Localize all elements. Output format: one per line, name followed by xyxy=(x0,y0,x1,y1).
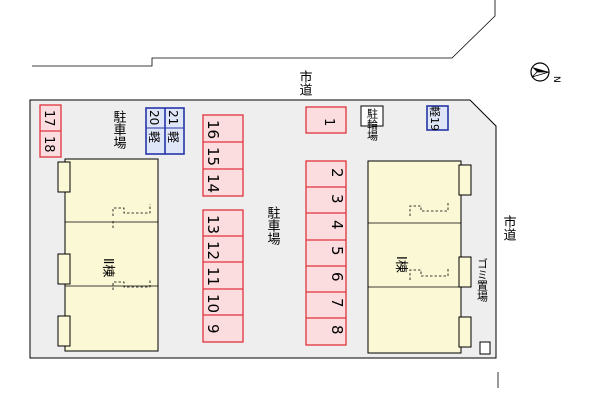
stall-1-number: 1 xyxy=(321,118,336,126)
compass-letter: N xyxy=(551,76,561,83)
stall-17: 17 xyxy=(41,110,56,127)
stall-7: 7 xyxy=(328,298,346,308)
kei-stall-19: 軽 19 xyxy=(426,105,449,131)
stall-14: 14 xyxy=(204,174,222,193)
stall-3: 3 xyxy=(328,194,346,204)
road-label-north: 市道 xyxy=(297,69,313,96)
compass-north-icon: N xyxy=(530,62,561,83)
stall-12: 12 xyxy=(204,241,222,260)
stall-10: 10 xyxy=(204,294,222,313)
stall-1: 1 xyxy=(305,106,347,134)
stall-5: 5 xyxy=(328,246,346,256)
garbage-area: ゴミ置場 xyxy=(476,257,491,355)
building-1: Ⅰ棟 xyxy=(367,160,472,354)
road-lines xyxy=(32,0,499,388)
building-2: Ⅱ棟 xyxy=(57,158,159,352)
kei-stall-19-number: 19 xyxy=(428,117,441,131)
stall-group-17-18: 17 18 xyxy=(39,104,62,158)
bicycle-parking: 駐輪場 xyxy=(360,105,384,142)
parking-label-center: 駐車場 xyxy=(265,206,281,245)
parking-label-north: 駐車場 xyxy=(111,110,127,149)
bicycle-parking-label: 駐輪場 xyxy=(366,107,379,142)
road-label-east: 市道 xyxy=(501,214,517,241)
garbage-label: ゴミ置場 xyxy=(476,257,489,303)
stall-6: 6 xyxy=(328,272,346,282)
stall-18: 18 xyxy=(41,136,56,153)
building-1-label: Ⅰ棟 xyxy=(393,256,408,273)
stall-2: 2 xyxy=(328,168,346,178)
stall-group-13-9: 13 12 11 10 9 xyxy=(202,209,244,343)
stall-11: 11 xyxy=(204,267,222,286)
kei-stall-group-20-21: 20 21 軽 軽 xyxy=(145,107,185,155)
stall-group-16-14: 16 15 14 xyxy=(202,114,244,197)
kei-stall-20-number: 20 xyxy=(147,110,161,125)
stall-15: 15 xyxy=(204,147,222,166)
stall-8: 8 xyxy=(328,325,346,335)
kei-stall-21-number: 21 xyxy=(166,110,180,125)
building-2-label: Ⅱ棟 xyxy=(100,258,115,277)
kei-stall-20-kind: 軽 xyxy=(147,131,161,143)
stall-group-2-8: 2 3 4 5 6 7 8 xyxy=(305,160,347,346)
stall-16: 16 xyxy=(204,120,222,139)
stall-13: 13 xyxy=(204,215,222,234)
kei-stall-21-kind: 軽 xyxy=(166,131,180,143)
kei-stall-19-kind: 軽 xyxy=(428,106,441,117)
stall-9: 9 xyxy=(204,324,222,334)
stall-4: 4 xyxy=(328,220,346,230)
